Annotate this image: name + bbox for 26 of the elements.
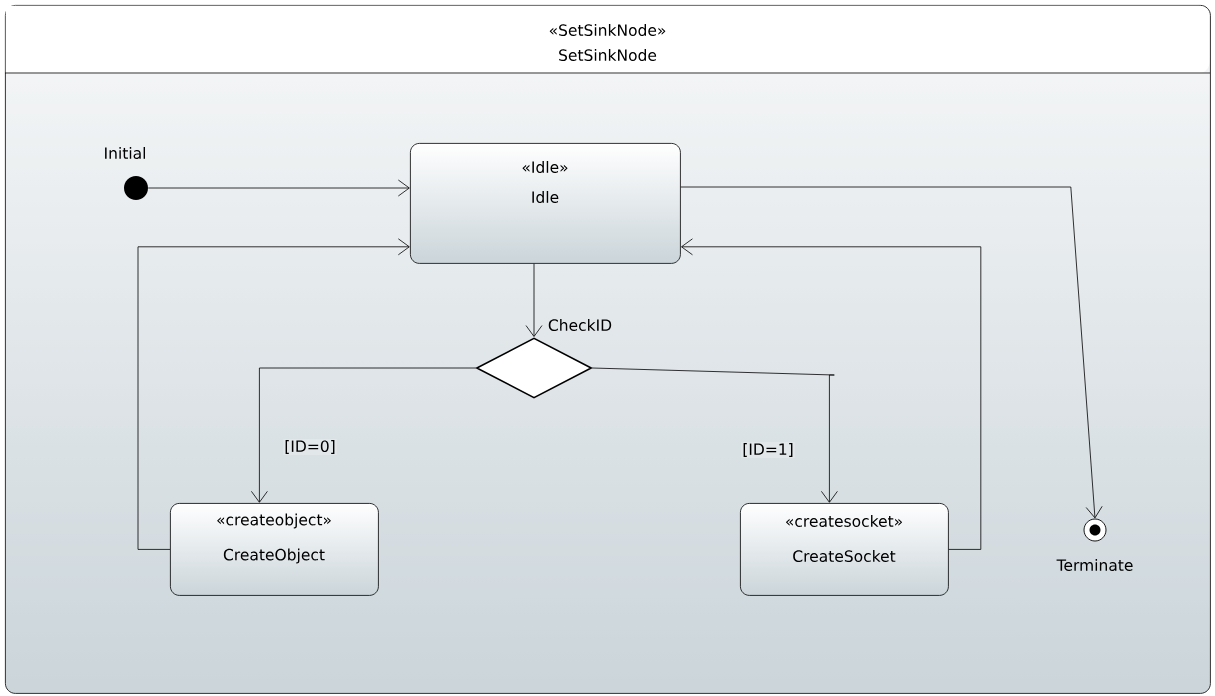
container-frame: [4, 5, 1211, 694]
arrow: [681, 238, 982, 550]
state-box: [740, 503, 949, 596]
stereotype-label: «createobject»: [217, 513, 331, 529]
stereotype-label: «SetSinkNode»: [549, 24, 666, 36]
arrow: [147, 179, 410, 197]
arrow: [251, 367, 477, 503]
state-name: SetSinkNode: [559, 49, 657, 61]
final-node: [1083, 518, 1107, 542]
state-name: Idle: [532, 191, 559, 203]
arrow: [525, 263, 543, 337]
edge-label: [ID=0]: [283, 439, 337, 455]
arrow: [137, 238, 410, 550]
arrow: [680, 186, 1103, 519]
node-label: Terminate: [1056, 559, 1133, 571]
initial-node: [124, 176, 148, 200]
node-label: CheckID: [548, 319, 612, 331]
state-box: [410, 143, 681, 264]
edge-label: [ID=1]: [741, 442, 795, 458]
stereotype-label: «createsocket»: [786, 515, 902, 527]
state-name: CreateObject: [223, 548, 325, 564]
state-name: CreateSocket: [793, 550, 896, 562]
node-label: Initial: [105, 147, 145, 159]
state-box: [170, 503, 379, 596]
arrow: [591, 367, 838, 503]
stereotype-label: «Idle»: [522, 161, 568, 173]
